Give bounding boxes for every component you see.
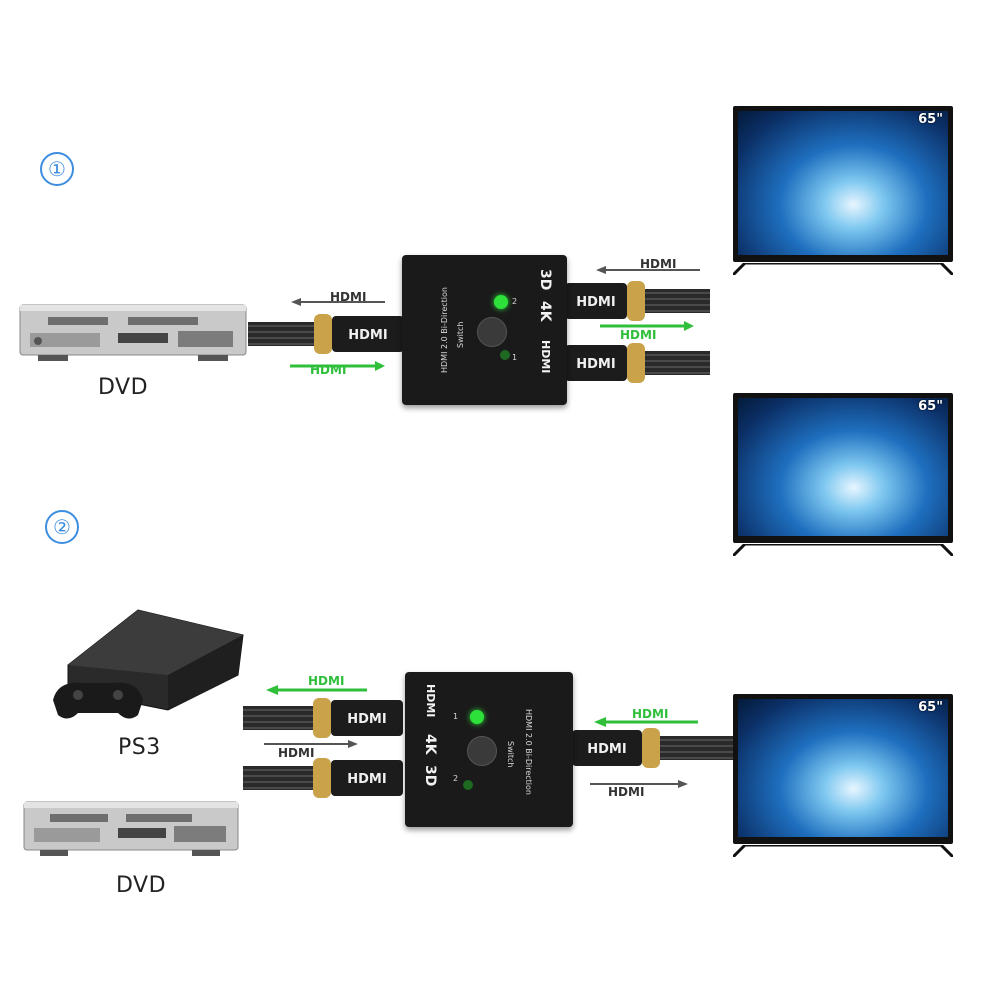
ps3-console [48,605,248,725]
switch-2-port-1: 1 [453,712,459,721]
tv-3: 65" [731,694,955,859]
flow-label-tv-out: HDMI [620,328,657,342]
switch-2-badge-hdmi: HDMI [424,684,437,718]
tv-1: 65" [731,106,955,277]
tv-3-screen [738,699,948,837]
switch-1-button[interactable] [477,317,507,347]
tv-1-screen [738,111,948,255]
flow-label-tv3-out: HDMI [608,785,645,799]
svg-text:HDMI: HDMI [347,772,386,787]
dvd-player-icon [19,304,247,361]
dvd-label-1: DVD [98,375,149,400]
switch-2-port-2: 2 [453,774,459,783]
flow-label-tv-in: HDMI [640,257,677,271]
cable-right-2: HDMI [572,728,735,768]
dvd-player-1 [18,303,248,363]
switch-2-led-1 [470,710,484,724]
switch-2-line2: Switch [506,740,515,768]
cable-left-1: HDMI [248,314,404,354]
scenario-2-marker: ② [45,510,79,544]
dvd-label-2: DVD [116,873,167,898]
switch-2-badge-4k: 4K [422,733,438,755]
switch-1-line2: Switch [456,321,465,349]
switch-1-led-2 [494,295,508,309]
tv-2-screen [738,398,948,536]
flow-label-dvd-out: HDMI [330,290,367,304]
flow-arrows-right-1 [596,266,700,331]
switch-1-line1: HDMI 2.0 Bi-Direction [440,287,449,373]
svg-text:HDMI: HDMI [347,712,386,727]
flow-arrows-right-2 [590,717,698,788]
dvd-player-2 [22,800,240,860]
switch-1-led-1 [500,350,510,360]
scenario-1-marker: ① [40,152,74,186]
ps3-label: PS3 [118,735,161,760]
tv-2-size-label: 65" [918,399,943,414]
svg-text:HDMI: HDMI [348,328,387,343]
tv-2: 65" [731,393,955,558]
flow-arrows-left-2 [264,685,367,748]
flow-label-dvd-in: HDMI [310,363,347,377]
hdmi-switch-1: HDMI 2.0 Bi-Direction Switch 2 1 3D 4K H… [402,255,567,405]
tv-1-size-label: 65" [918,112,943,127]
flow-label-tv3-in: HDMI [632,707,669,721]
switch-2-line1: HDMI 2.0 Bi-Direction [524,708,533,795]
switch-1-badge-3d: 3D [537,269,553,291]
dvd-player-2-icon [23,801,239,856]
flow-arrows-left-1 [290,298,385,371]
tv-3-size-label: 65" [918,700,943,715]
switch-1-port-2: 2 [512,297,518,306]
switch-1-badge-4k: 4K [537,300,553,322]
svg-text:HDMI: HDMI [576,295,615,310]
switch-2-button[interactable] [467,736,497,766]
cable-right-1: HDMI HDMI [565,281,710,383]
switch-2-led-2 [463,780,473,790]
cable-left-2: HDMI HDMI [243,698,403,798]
hdmi-switch-2: HDMI 4K 3D 1 2 HDMI 2.0 Bi-Direction Swi… [405,672,573,827]
svg-text:HDMI: HDMI [576,357,615,372]
switch-1-port-1: 1 [512,353,518,362]
switch-1-badge-hdmi: HDMI [539,339,552,374]
svg-text:HDMI: HDMI [587,742,626,757]
switch-2-badge-3d: 3D [422,764,438,787]
ps3-icon [53,609,244,719]
flow-label-ps3: HDMI [308,674,345,688]
flow-label-dvd-2: HDMI [278,746,315,760]
